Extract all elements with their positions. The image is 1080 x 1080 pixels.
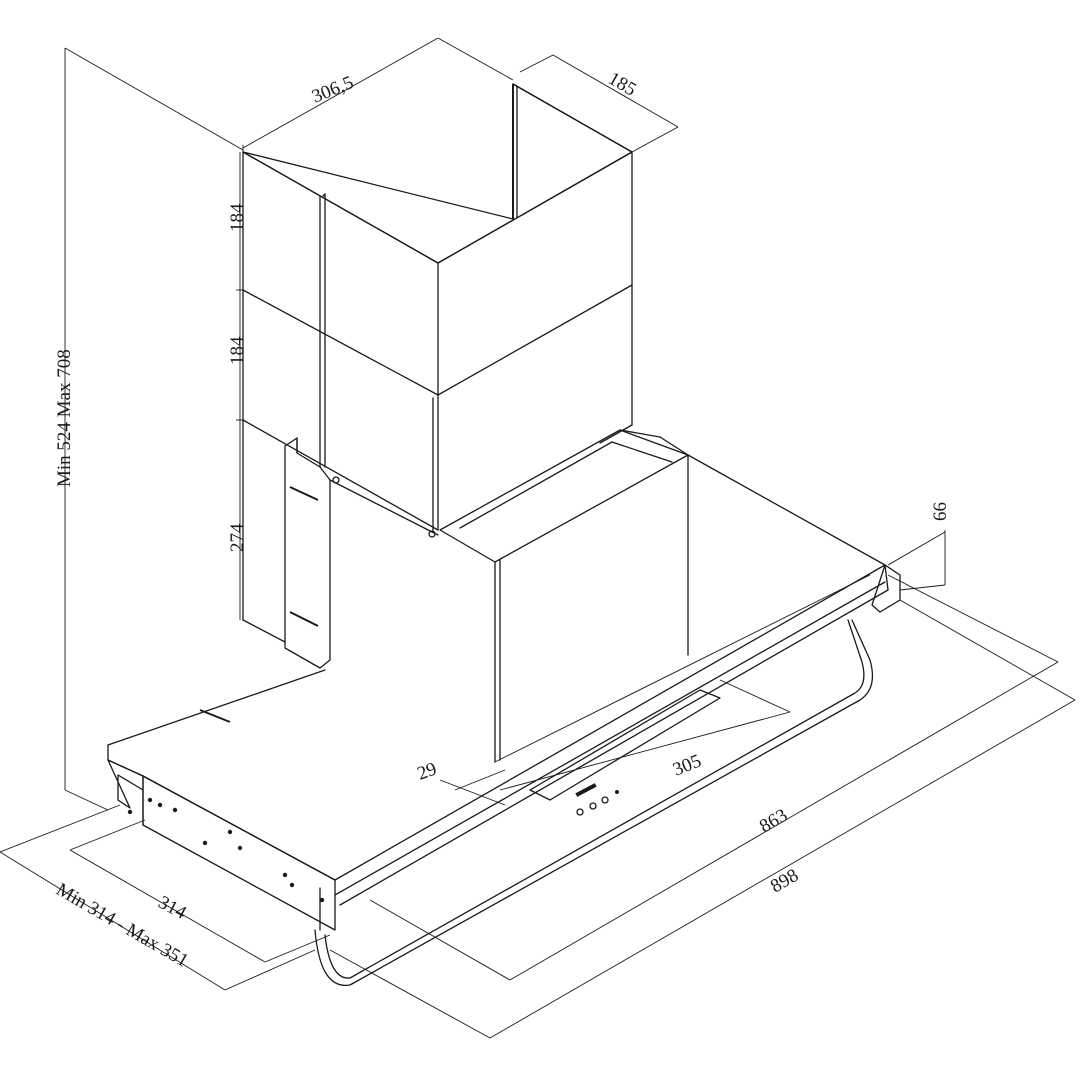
label-depth-range: Min 314 - Max 351 — [53, 879, 192, 972]
dimension-labels: 306,5 185 184 184 274 Min 524 Max 708 66… — [53, 68, 952, 972]
chimney-middle-section — [242, 284, 633, 531]
wall-bracket — [284, 437, 436, 669]
control-panel — [529, 689, 721, 816]
label-offset-29: 29 — [415, 758, 440, 784]
label-width-898: 898 — [767, 865, 802, 897]
label-panel-305: 305 — [670, 750, 704, 780]
label-depth-314: 314 — [155, 892, 190, 924]
label-middle-height: 184 — [227, 336, 248, 365]
mounting-holes — [127, 797, 325, 903]
hood-canopy — [107, 454, 901, 986]
label-chimney-depth: 185 — [605, 68, 640, 100]
label-total-height: Min 524 Max 708 — [54, 349, 75, 487]
label-width-863: 863 — [756, 805, 791, 837]
label-canopy-thickness: 66 — [930, 502, 951, 521]
label-chimney-width: 306,5 — [309, 72, 357, 107]
label-body-height: 274 — [227, 523, 248, 552]
label-upper-height: 184 — [227, 203, 248, 232]
chimney-upper-section — [242, 83, 633, 468]
dimension-lines — [0, 37, 1076, 1039]
motor-housing — [242, 419, 689, 763]
